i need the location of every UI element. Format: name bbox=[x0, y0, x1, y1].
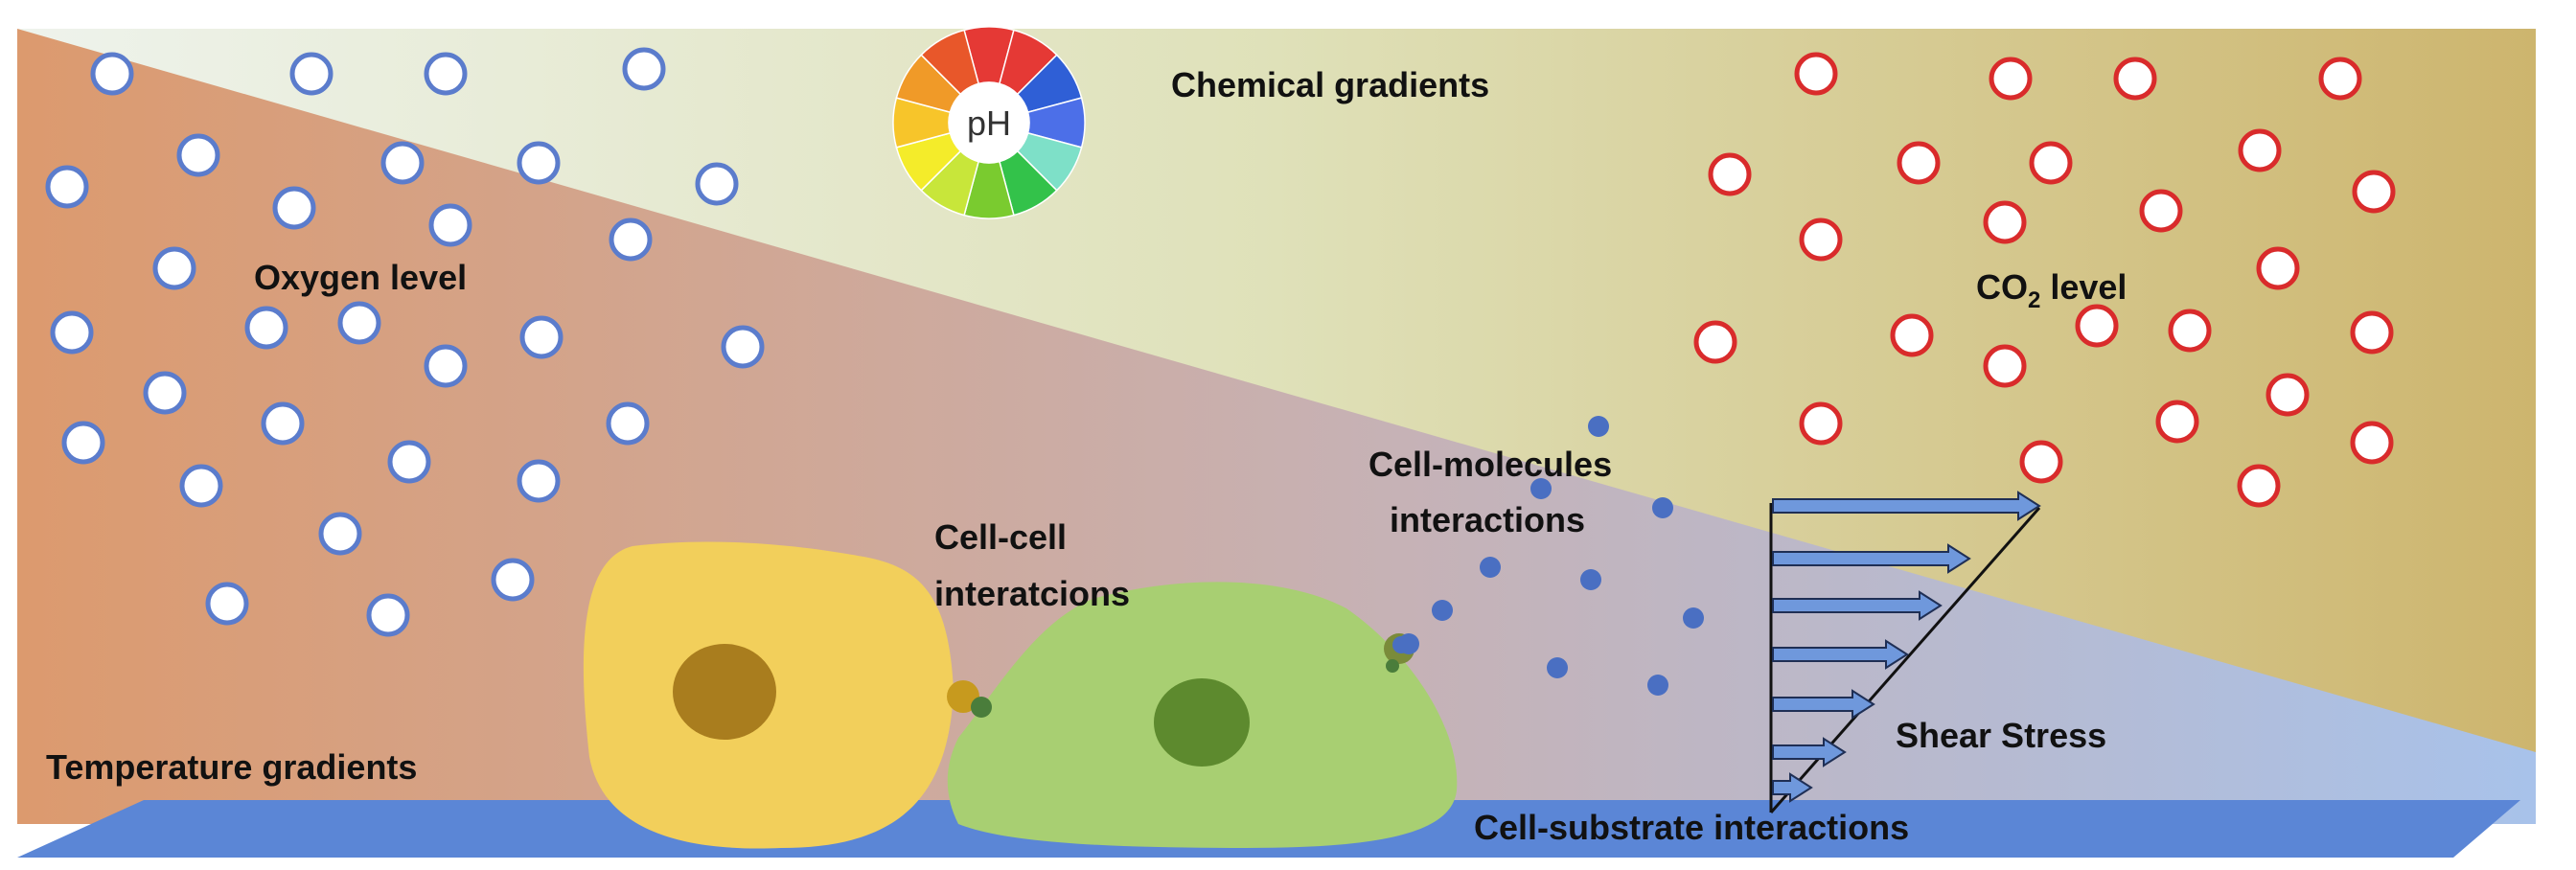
ph-color-wheel bbox=[892, 26, 1086, 219]
oxygen-bubble bbox=[152, 246, 196, 290]
chemical-gradients-label: Chemical gradients bbox=[1171, 65, 1489, 104]
molecule-dot bbox=[1647, 675, 1668, 696]
oxygen-bubble bbox=[609, 218, 653, 262]
oxygen-bubble bbox=[61, 421, 105, 465]
oxygen-bubble bbox=[424, 344, 468, 388]
co2-bubble bbox=[2139, 189, 2183, 233]
co2-bubble bbox=[1983, 200, 2027, 244]
temperature-gradients-label: Temperature gradients bbox=[46, 747, 417, 787]
molecule-dot bbox=[1588, 416, 1609, 437]
oxygen-bubble bbox=[272, 186, 316, 230]
molecule-dot bbox=[1398, 633, 1419, 654]
co2-bubble bbox=[2075, 304, 2119, 348]
oxygen-bubble bbox=[143, 371, 187, 415]
co2-bubble bbox=[2318, 57, 2362, 101]
molecule-dot bbox=[1580, 569, 1601, 590]
green-cell-nucleus bbox=[1154, 678, 1250, 767]
cell-cell-label-line1: Cell-cell bbox=[934, 517, 1067, 557]
oxygen-bubble bbox=[366, 593, 410, 637]
oxygen-bubble bbox=[50, 310, 94, 355]
cell-cell-label-line2: interatcions bbox=[934, 574, 1130, 613]
oxygen-bubble bbox=[517, 459, 561, 503]
shear-arrow bbox=[1772, 689, 1875, 720]
oxygen-bubble bbox=[519, 315, 564, 359]
molecule-dots bbox=[1398, 416, 1704, 696]
oxygen-bubbles bbox=[45, 47, 765, 637]
ph-wheel-segment bbox=[920, 29, 980, 96]
co2-bubble bbox=[1799, 218, 1843, 262]
oxygen-bubble bbox=[318, 512, 362, 556]
oxygen-level-label: Oxygen level bbox=[254, 258, 467, 297]
co2-level-label: CO2 level bbox=[1976, 267, 2127, 313]
co2-bubble bbox=[2350, 421, 2394, 465]
co2-bubble bbox=[2256, 246, 2300, 290]
co2-bubble bbox=[2155, 400, 2199, 444]
oxygen-bubble bbox=[179, 464, 223, 508]
molecule-dot bbox=[1683, 607, 1704, 629]
shear-arrow bbox=[1772, 491, 2041, 521]
cell-molecules-label-line2: interactions bbox=[1390, 500, 1585, 539]
shear-stress-label: Shear Stress bbox=[1896, 716, 2106, 755]
shear-arrow bbox=[1772, 543, 1971, 574]
cell-cell-receptor bbox=[947, 680, 992, 718]
molecule-dot bbox=[1530, 478, 1552, 499]
oxygen-bubble bbox=[45, 165, 89, 209]
co2-bubble bbox=[2029, 141, 2073, 185]
co2-bubble bbox=[2350, 310, 2394, 355]
co2-prefix: CO bbox=[1976, 267, 2028, 307]
oxygen-bubble bbox=[695, 162, 739, 206]
co2-bubble bbox=[1983, 344, 2027, 388]
oxygen-bubble bbox=[176, 133, 220, 177]
shear-arrow bbox=[1772, 737, 1847, 767]
oxygen-bubble bbox=[606, 401, 650, 446]
oxygen-bubble bbox=[387, 440, 431, 484]
oxygen-bubble bbox=[244, 306, 288, 350]
shear-stress-profile bbox=[1769, 491, 2041, 813]
oxygen-bubble bbox=[261, 401, 305, 446]
co2-bubble bbox=[2238, 128, 2282, 172]
co2-bubble bbox=[1890, 313, 1934, 357]
cell-substrate-label: Cell-substrate interactions bbox=[1474, 808, 1909, 847]
co2-suffix: level bbox=[2040, 267, 2127, 307]
co2-bubble bbox=[2352, 170, 2396, 214]
ph-label: pH bbox=[967, 103, 1011, 143]
shear-arrow bbox=[1772, 590, 1943, 621]
oxygen-bubble bbox=[428, 203, 472, 247]
co2-bubble bbox=[2266, 373, 2310, 417]
co2-bubble bbox=[1897, 141, 1941, 185]
molecule-dot bbox=[1547, 657, 1568, 678]
oxygen-bubble bbox=[337, 301, 381, 345]
oxygen-bubble bbox=[289, 52, 334, 96]
co2-bubble bbox=[2168, 309, 2212, 353]
ph-wheel-center bbox=[949, 82, 1029, 163]
co2-subscript: 2 bbox=[2028, 287, 2040, 313]
shear-profile-envelope bbox=[1769, 507, 2041, 813]
molecule-dot bbox=[1432, 600, 1453, 621]
oxygen-bubble bbox=[721, 325, 765, 369]
oxygen-bubble bbox=[517, 141, 561, 185]
co2-bubble bbox=[1989, 57, 2033, 101]
oxygen-bubble bbox=[424, 52, 468, 96]
molecule-dot bbox=[1480, 557, 1501, 578]
cell-molecules-label-line1: Cell-molecules bbox=[1368, 445, 1612, 484]
oxygen-bubble bbox=[205, 582, 249, 626]
shear-arrow bbox=[1772, 639, 1909, 670]
molecule-dot bbox=[1652, 497, 1673, 518]
co2-bubbles bbox=[1693, 52, 2396, 508]
yellow-cell-nucleus bbox=[673, 644, 776, 740]
co2-bubble bbox=[2237, 464, 2281, 508]
oxygen-bubble bbox=[622, 47, 666, 91]
co2-bubble bbox=[2113, 57, 2157, 101]
co2-bubble bbox=[2019, 440, 2063, 484]
oxygen-bubble bbox=[90, 52, 134, 96]
co2-bubble bbox=[1693, 320, 1737, 364]
oxygen-bubble bbox=[491, 558, 535, 602]
co2-bubble bbox=[1799, 401, 1843, 446]
co2-bubble bbox=[1708, 152, 1752, 196]
shear-arrow bbox=[1772, 772, 1813, 803]
co2-bubble bbox=[1794, 52, 1838, 96]
oxygen-bubble bbox=[380, 141, 425, 185]
